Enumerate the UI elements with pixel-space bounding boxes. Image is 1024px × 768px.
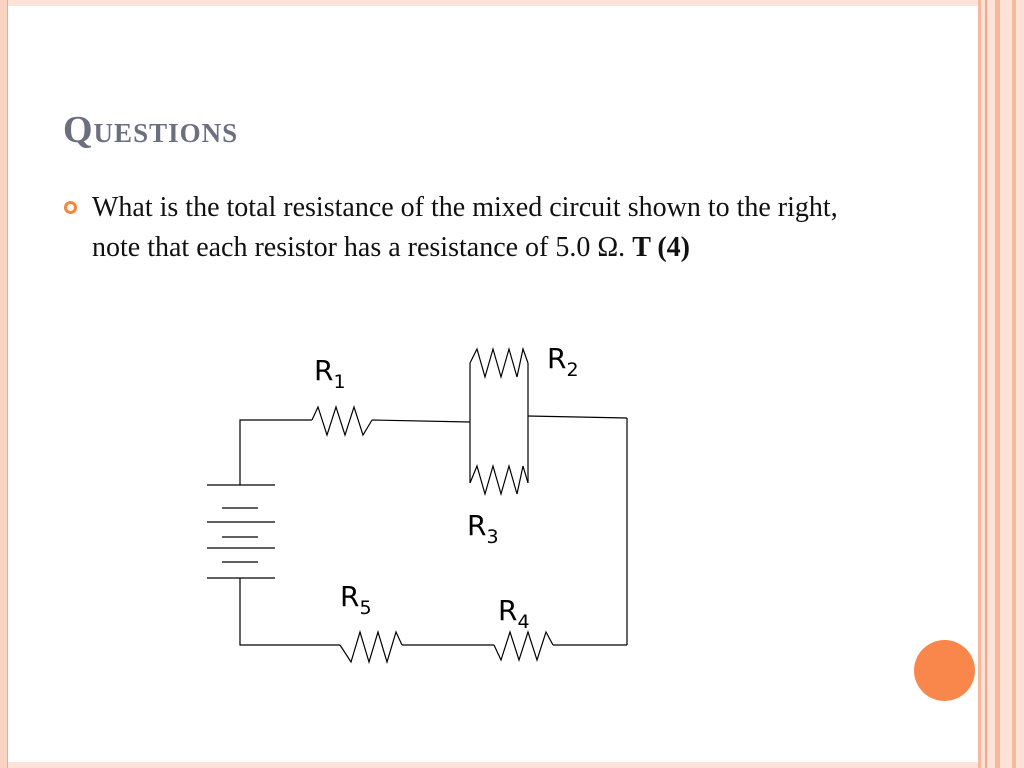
wire-top-left (239, 419, 312, 485)
resistor-r1 (311, 405, 373, 437)
resistor-r4 (493, 630, 554, 662)
resistor-r2 (469, 346, 529, 380)
question-bullet: What is the total resistance of the mixe… (62, 188, 862, 268)
decorative-stripe (995, 0, 1000, 768)
resistor-r3 (469, 463, 529, 497)
wire-parallel-to-right (527, 415, 628, 419)
label-r1: R1 (314, 354, 346, 393)
question-body: What is the total resistance of the mixe… (92, 192, 838, 263)
resistor-r5 (339, 629, 403, 665)
slide-frame-bottom (8, 762, 984, 768)
question-text: What is the total resistance of the mixe… (92, 188, 862, 268)
label-r2: R2 (547, 342, 579, 381)
slide-title: Questions (63, 109, 239, 151)
bullet-ring-icon (64, 201, 77, 214)
label-r3: R3 (467, 509, 499, 548)
decorative-stripe (985, 0, 987, 768)
slide-frame-left (0, 0, 8, 768)
decorative-stripe (978, 0, 981, 768)
decorative-circle (914, 640, 975, 701)
slide-frame-top (8, 0, 984, 6)
label-r5: R5 (340, 580, 372, 619)
decorative-stripe (1012, 0, 1016, 768)
wire-r1-to-parallel (371, 419, 471, 423)
label-r4: R4 (498, 594, 530, 633)
question-tag: T (4) (632, 232, 691, 263)
wire-bottom-left (239, 578, 340, 646)
